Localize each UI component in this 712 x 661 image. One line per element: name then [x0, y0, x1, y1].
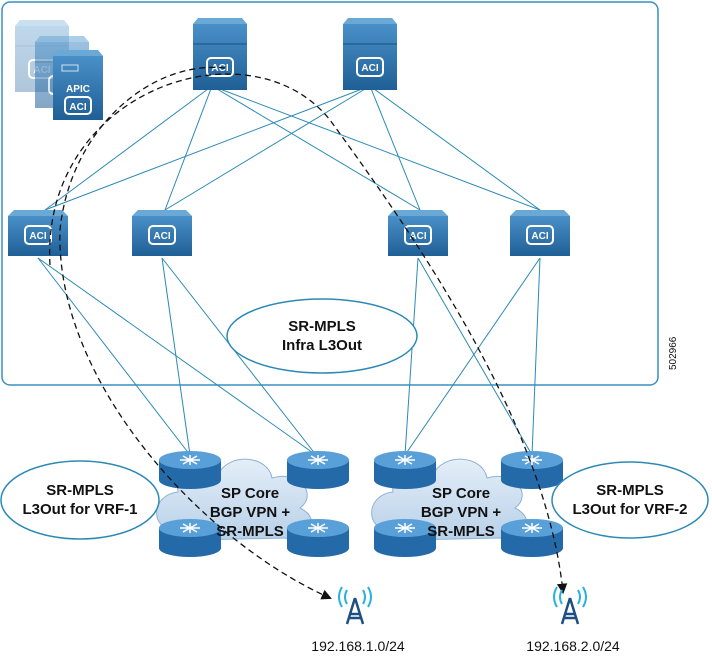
sp-core-cloud-2: SP Core BGP VPN + SR-MPLS — [371, 450, 564, 558]
vrf1-l3out-label: SR-MPLS L3Out for VRF-1 — [0, 460, 160, 540]
network-1-label: 192.168.1.0/24 — [311, 638, 405, 654]
svg-text:SR-MPLS: SR-MPLS — [216, 523, 284, 540]
sp-core-cloud-1: SP Core BGP VPN + SR-MPLS — [156, 450, 350, 558]
figure-id: 502966 — [668, 336, 679, 370]
svg-text:SR-MPLS: SR-MPLS — [288, 318, 356, 335]
svg-text:SR-MPLS: SR-MPLS — [46, 482, 114, 499]
svg-text:L3Out for VRF-1: L3Out for VRF-1 — [23, 501, 138, 518]
network-2-label: 192.168.2.0/24 — [526, 638, 620, 654]
svg-text:SR-MPLS: SR-MPLS — [596, 482, 664, 499]
tower-icon-2 — [552, 585, 588, 626]
svg-text:SP Core: SP Core — [432, 485, 490, 502]
spine-switch-2 — [342, 17, 398, 91]
tower-icon-1 — [337, 585, 373, 626]
leaf-switch-4 — [509, 209, 571, 257]
svg-text:SR-MPLS: SR-MPLS — [427, 523, 495, 540]
path-to-vrf2 — [49, 73, 568, 595]
svg-text:SP Core: SP Core — [221, 485, 279, 502]
leaf-switch-2 — [131, 209, 193, 257]
infra-l3out-label: SR-MPLS Infra L3Out — [226, 298, 418, 374]
apic-cluster: APIC ACI — [14, 19, 103, 120]
svg-text:Infra L3Out: Infra L3Out — [282, 337, 362, 354]
svg-text:L3Out for VRF-2: L3Out for VRF-2 — [573, 501, 688, 518]
svg-text:BGP VPN +: BGP VPN + — [210, 504, 290, 521]
spine-switch-1 — [192, 17, 248, 91]
apic-label: APIC — [66, 84, 90, 95]
fabric-links — [37, 85, 541, 456]
leaf-switch-3 — [387, 209, 449, 257]
leaf-switch-1 — [7, 209, 69, 257]
svg-text:ACI: ACI — [69, 102, 86, 113]
traffic-paths — [49, 66, 568, 600]
vrf2-l3out-label: SR-MPLS L3Out for VRF-2 — [551, 461, 709, 539]
svg-text:BGP VPN +: BGP VPN + — [421, 504, 501, 521]
path-to-vrf1 — [59, 66, 332, 600]
aci-fabric-border — [1, 1, 659, 386]
